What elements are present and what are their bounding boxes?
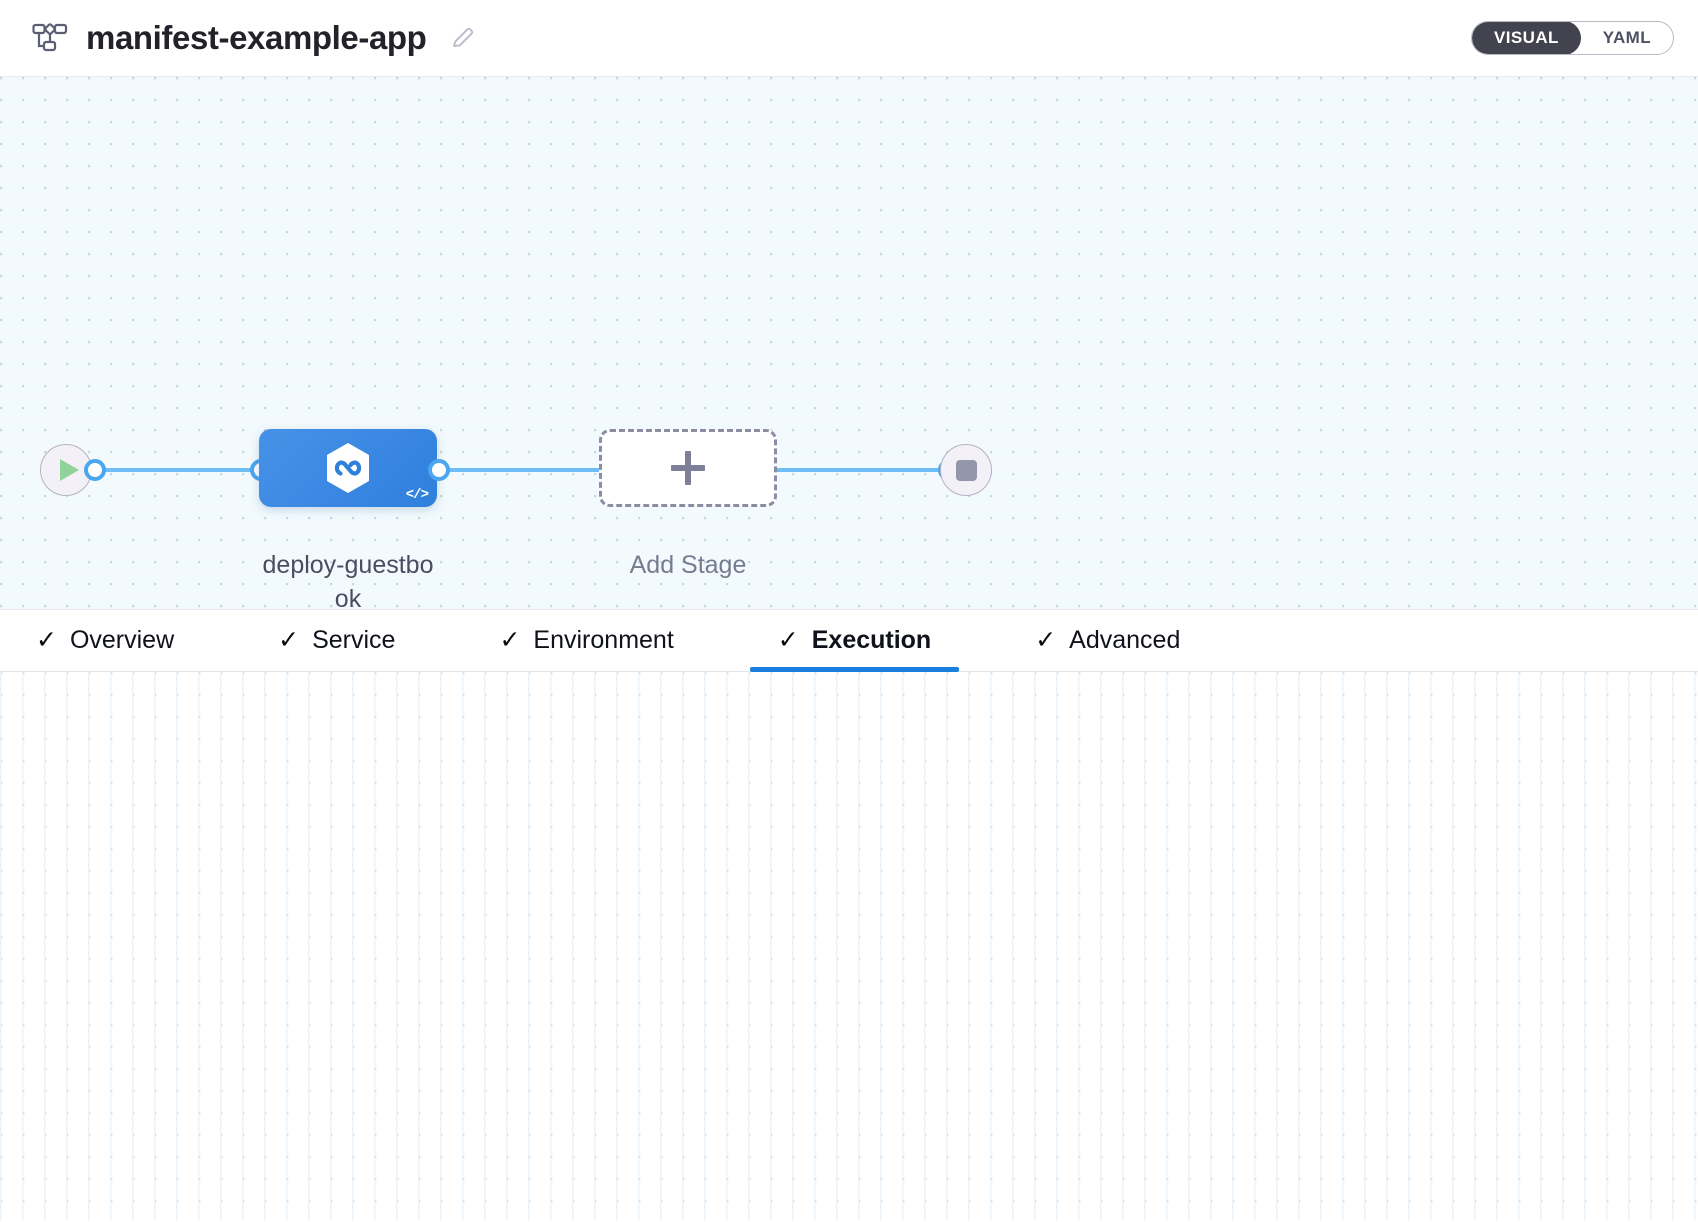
tab-environment[interactable]: ✓ Environment <box>493 610 679 672</box>
check-icon: ✓ <box>278 626 300 654</box>
check-icon: ✓ <box>777 626 799 654</box>
check-icon: ✓ <box>36 626 57 654</box>
pencil-icon[interactable] <box>448 23 478 53</box>
tab-service[interactable]: ✓ Service <box>272 610 401 672</box>
tab-label-execution: Execution <box>811 626 932 654</box>
stage-config-tabs[interactable]: ✓ Overview ✓ Service ✓ Environment ✓ Exe… <box>0 610 1698 672</box>
header-right-group: VISUAL YAML <box>1471 21 1674 55</box>
step-graph-canvas[interactable]: HarnessApproval_1 </> K8sCanaryDeploy_1 … <box>0 672 1698 1221</box>
harness-deploy-icon <box>327 443 369 493</box>
check-icon: ✓ <box>499 626 521 654</box>
tab-overview[interactable]: ✓ Overview <box>30 610 180 672</box>
tab-execution[interactable]: ✓ Execution <box>749 610 960 672</box>
stage-end-node[interactable] <box>940 444 992 496</box>
edge-stage-to-add <box>425 468 607 472</box>
stage-label-deploy-guestbook: deploy-guestbook <box>262 551 434 610</box>
edge-add-to-end <box>765 468 947 472</box>
stage-code-badge: </> <box>405 487 429 503</box>
tab-label-service: Service <box>312 626 396 654</box>
pipeline-flow-icon <box>30 18 70 58</box>
edge-start-to-stage <box>93 468 258 472</box>
stage-graph-canvas[interactable]: </> deploy-guestbook Add Stage <box>0 77 1698 610</box>
play-icon <box>59 459 79 481</box>
view-mode-toggle[interactable]: VISUAL YAML <box>1471 21 1674 55</box>
page-title: manifest-example-app <box>86 19 427 56</box>
stage-node-deploy-guestbook[interactable]: </> <box>259 429 437 507</box>
tab-label-overview: Overview <box>69 626 175 654</box>
stage-start-node[interactable] <box>40 444 92 496</box>
add-stage-label: Add Stage <box>629 551 747 579</box>
tab-label-advanced: Advanced <box>1069 626 1181 654</box>
header-left-group: manifest-example-app <box>30 18 478 58</box>
port-start-out[interactable] <box>84 459 106 481</box>
stop-icon <box>955 459 977 481</box>
check-icon: ✓ <box>1035 626 1057 654</box>
app-header: manifest-example-app VISUAL YAML <box>0 0 1698 77</box>
mode-option-yaml[interactable]: YAML <box>1602 28 1651 47</box>
mode-option-visual[interactable]: VISUAL <box>1472 22 1581 54</box>
tab-label-environment: Environment <box>533 626 674 654</box>
tab-advanced[interactable]: ✓ Advanced <box>1029 610 1186 672</box>
add-stage-button[interactable] <box>599 429 777 507</box>
port-stage-out[interactable] <box>428 459 450 481</box>
plus-icon <box>671 451 705 485</box>
